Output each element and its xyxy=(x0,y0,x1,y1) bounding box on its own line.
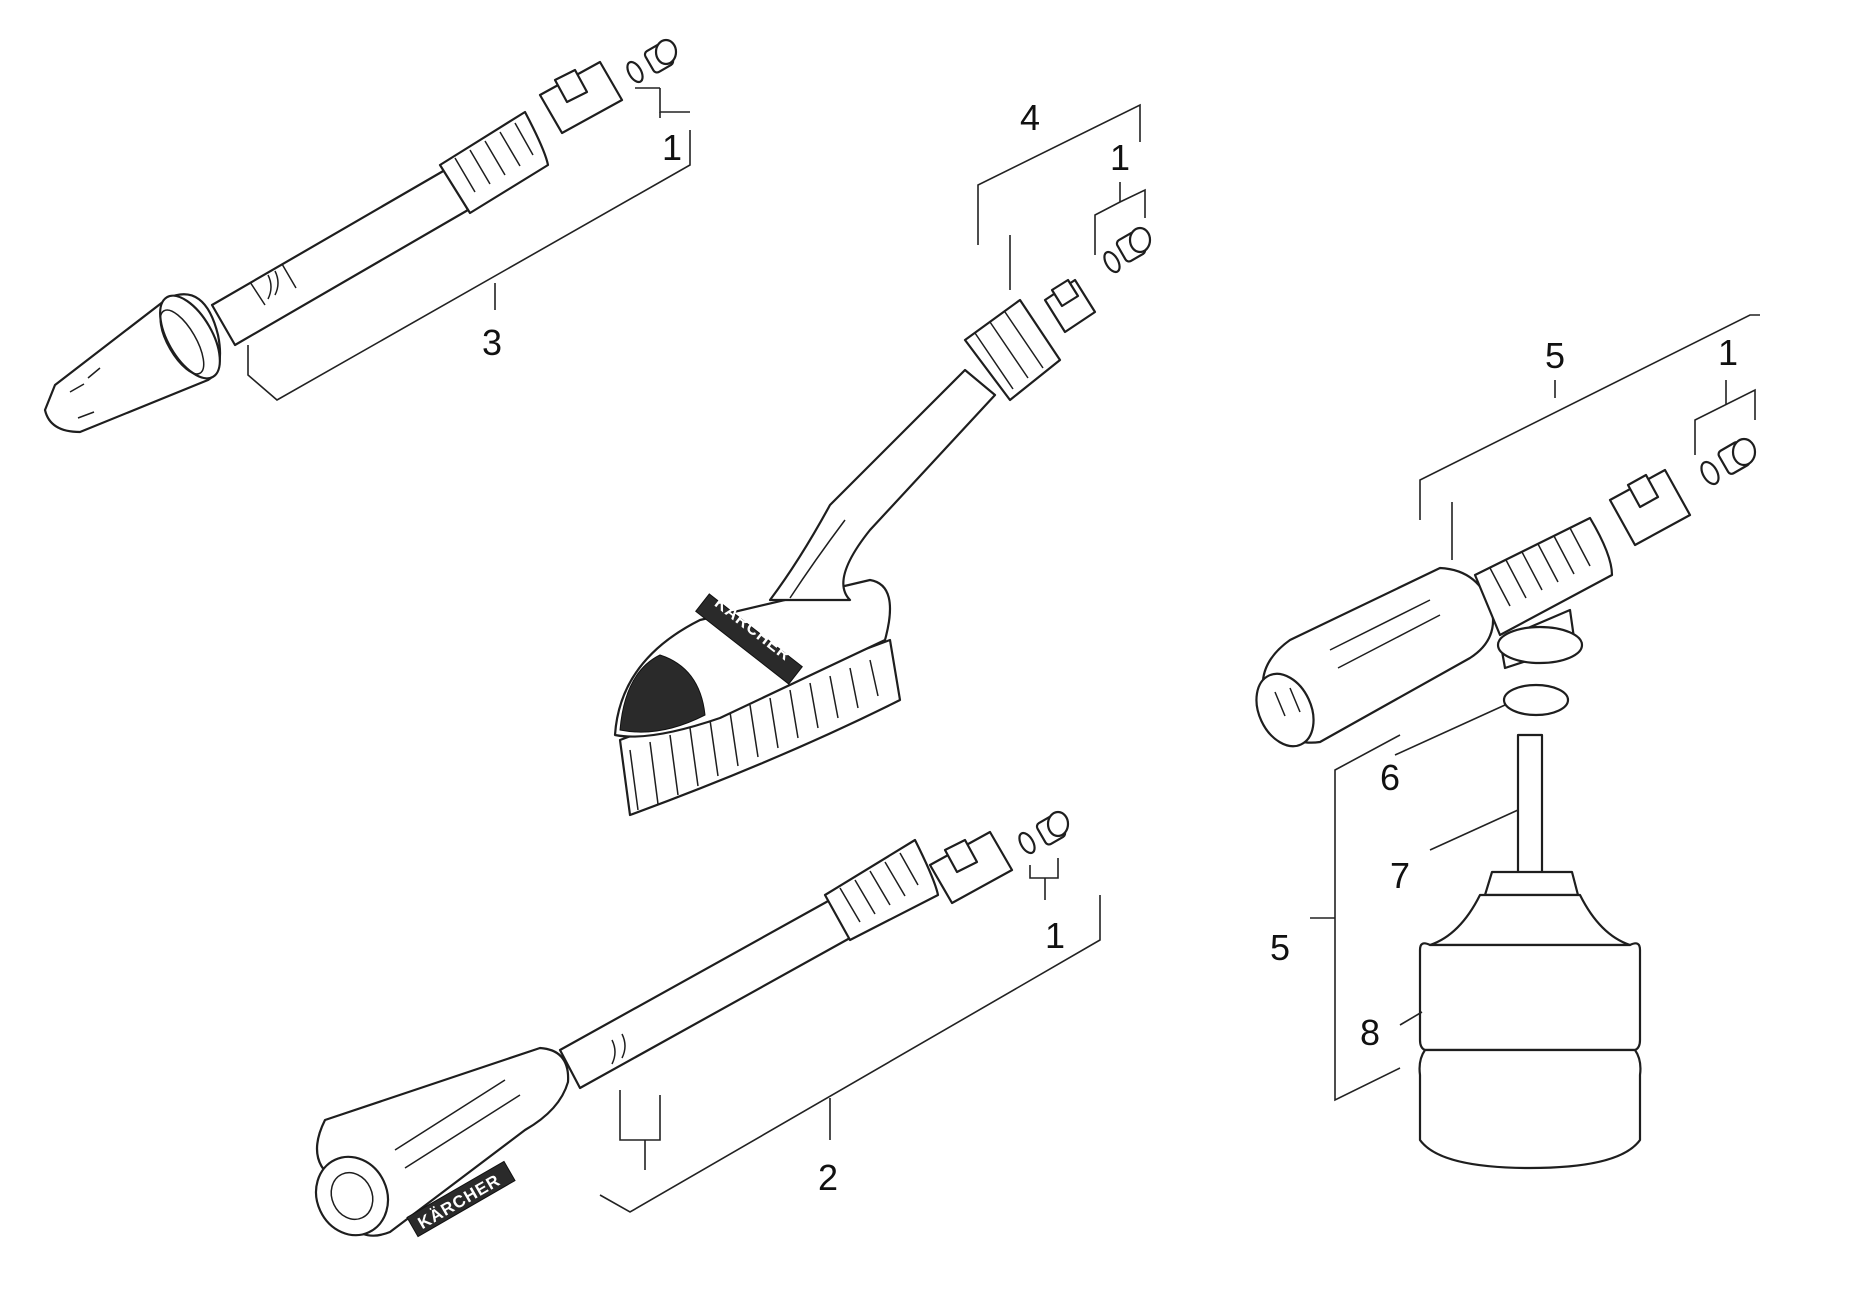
callout-3: 3 xyxy=(482,322,502,363)
callout-lines-part-5 xyxy=(1310,314,1760,1102)
callout-lines-part-3 xyxy=(247,87,691,401)
callout-1-part-4: 1 xyxy=(1110,137,1130,178)
dirt-blaster-lance xyxy=(43,38,678,434)
callout-8: 8 xyxy=(1360,1012,1380,1053)
callout-4: 4 xyxy=(1020,97,1040,138)
callout-1-part-2: 1 xyxy=(1045,915,1065,956)
vario-power-lance: KÄRCHER xyxy=(314,810,1070,1238)
callout-2: 2 xyxy=(818,1157,838,1198)
foam-nozzle xyxy=(1255,437,1757,1170)
callout-lines-part-2 xyxy=(599,858,1101,1213)
callout-7: 7 xyxy=(1390,855,1410,896)
callout-1-part-5: 1 xyxy=(1718,332,1738,373)
wash-brush: KÄRCHER xyxy=(613,226,1152,817)
callout-1-part-3: 1 xyxy=(662,127,682,168)
callout-5-left: 5 xyxy=(1270,927,1290,968)
callout-lines-part-4 xyxy=(977,103,1146,290)
callout-5-top: 5 xyxy=(1545,335,1565,376)
callout-6: 6 xyxy=(1380,757,1400,798)
